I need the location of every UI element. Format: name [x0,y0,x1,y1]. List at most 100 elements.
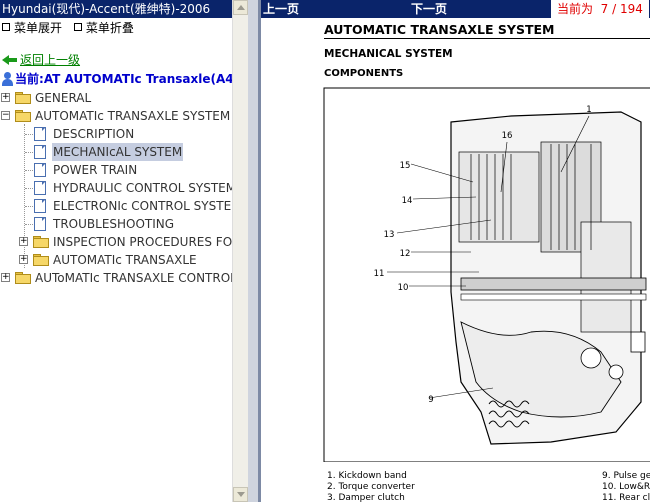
diagram-callout: 9 [428,395,433,405]
folder-icon [33,254,49,266]
document-viewer[interactable]: AUTOMATIC TRANSAXLE SYSTEM MECHANICAL SY… [261,18,650,502]
expand-menu-button[interactable]: 菜单展开 [2,18,62,38]
page-total: 194 [620,2,643,16]
back-arrow-icon [2,54,18,66]
tree-connector [25,134,33,135]
diagram-callout: 15 [400,161,411,171]
tree-item-label: TROUBLESHOOTING [53,217,175,231]
current-value: AT AUTOMATIc Transaxle(A4 [43,72,232,86]
expand-menu-label: 菜单展开 [14,21,63,35]
diagram-callout: 11 [374,269,385,279]
gear-part [580,347,602,369]
legend-item: 9. Pulse gen [602,471,650,481]
expand-icon[interactable]: + [1,272,10,282]
tree-item-label: AUTOMATIc TRANSAXLE SYSTEM [35,109,231,123]
viewer-toolbar: 上一页 下一页 当前为 7 / 194 [261,0,650,18]
page-icon [34,199,46,213]
tree-item-label: AUToMATIc TRANSAXLE CONTROL [35,271,232,285]
tree-item-automatic-transaxle-system[interactable]: − AUTOMATIc TRANSAXLE SYSTEM [0,107,232,125]
tree-item-troubleshooting[interactable]: TROUBLESHOOTING [0,215,232,233]
transaxle-components-diagram: 1 16 15 14 13 12 11 10 9 [323,87,650,462]
tree-item-description[interactable]: DESCRIPTION [0,125,232,143]
prev-page-button[interactable]: 上一页 [263,2,300,16]
next-page-button[interactable]: 下一页 [411,2,448,16]
user-location-icon [2,72,13,86]
tree-item-label: HYDRAULIC CONTROL SYSTEM [53,181,232,195]
navigation-scrollbar[interactable] [232,0,249,502]
navigation-pane: Hyundai(现代)-Accent(雅绅特)-2006 菜单展开 菜单折叠 返… [0,0,232,502]
diagram-callout: 12 [400,249,411,259]
back-link-label: 返回上一级 [20,53,81,67]
diagram-callout: 14 [402,196,413,206]
page-icon [34,217,46,231]
diagram-callout: 13 [384,230,395,240]
tree-item-hydraulic-control-system[interactable]: HYDRAULIC CONTROL SYSTEM [0,179,232,197]
document-subtitle: MECHANICAL SYSTEM [324,48,453,60]
axle-boot [488,400,530,428]
folder-icon [33,236,49,248]
page-label: 当前为 [557,2,594,16]
tree-connector [25,188,33,189]
diagram-callout: 10 [398,283,409,293]
folder-icon [15,92,31,104]
legend-left: 1. Kickdown band 2. Torque converter 3. … [327,471,415,502]
clutch-packs [458,141,632,333]
tree-item-label: DESCRIPTION [53,127,135,141]
tree-item-automatic-transaxle[interactable]: + AUTOMATIc TRANSAXLE [0,251,232,269]
tree-item-automatic-transaxle-control[interactable]: + AUToMATIc TRANSAXLE CONTROL [0,269,232,287]
legend-item: 2. Torque converter [327,482,415,492]
tree-item-label: AUTOMATIc TRANSAXLE [53,253,197,267]
secondary-shaft [460,293,647,301]
expand-icon [2,23,10,31]
tree-connector [25,170,33,171]
scroll-down-icon[interactable] [233,487,248,502]
expand-icon[interactable]: + [1,92,10,102]
tree-item-general[interactable]: + GENERAL [0,89,232,107]
page-icon [34,127,46,141]
menu-toolbar: 菜单展开 菜单折叠 [0,18,140,38]
tree-connector [25,224,33,225]
window-title: Hyundai(现代)-Accent(雅绅特)-2006 [0,0,232,18]
page-separator: / [612,2,617,16]
tree-item-label: INSPECTION PROCEDURES FOR [53,235,232,249]
tree-item-label: GENERAL [35,91,92,105]
current-location: 当前:AT AUTOMATIc Transaxle(A4 [0,70,232,88]
collapse-menu-button[interactable]: 菜单折叠 [73,18,134,38]
legend-item: 11. Rear cl [602,493,650,502]
collapse-icon [73,23,82,31]
diagram-callout: 1 [586,105,591,115]
legend-item: 3. Damper clutch [327,493,405,502]
page-icon [34,163,46,177]
tree-item-label-selected: MECHANIcAL SYSTEM [52,143,184,161]
tree-item-label: ELECTRONIc CONTROL SYSTEM [53,199,232,213]
frame-splitter[interactable] [248,0,258,502]
torque-converter [460,321,622,418]
tree-connector [25,152,33,153]
page-icon [34,145,46,159]
tree-item-mechanical-system[interactable]: MECHANIcAL SYSTEM [0,143,232,161]
expand-icon[interactable]: + [19,254,28,264]
valve-part [630,331,646,353]
legend-item: 1. Kickdown band [327,471,407,481]
document-page: AUTOMATIC TRANSAXLE SYSTEM MECHANICAL SY… [261,18,650,502]
page-current: 7 [600,2,609,16]
folder-icon [15,110,31,122]
tree-item-electronic-control-system[interactable]: ELECTRONIc CONTROL SYSTEM [0,197,232,215]
page-indicator: 当前为 7 / 194 [551,0,649,18]
collapse-icon[interactable]: − [1,110,10,120]
callout-leaders [387,115,590,399]
gear-part [608,364,624,380]
document-section: COMPONENTS [324,68,404,79]
scroll-up-icon[interactable] [233,0,248,15]
tree-item-label: POWER TRAIN [53,163,138,177]
tree-item-inspection-procedures[interactable]: + INSPECTION PROCEDURES FOR [0,233,232,251]
legend-item: 10. Low&R [602,482,650,492]
folder-icon [15,272,31,284]
back-link[interactable]: 返回上一级 [2,52,80,68]
expand-icon[interactable]: + [19,236,28,246]
legend-right: 9. Pulse gen 10. Low&R 11. Rear cl [602,471,650,502]
main-shaft [460,277,647,291]
current-prefix: 当前: [15,72,44,86]
diagram-callout: 16 [502,131,513,141]
tree-item-power-train[interactable]: POWER TRAIN [0,161,232,179]
